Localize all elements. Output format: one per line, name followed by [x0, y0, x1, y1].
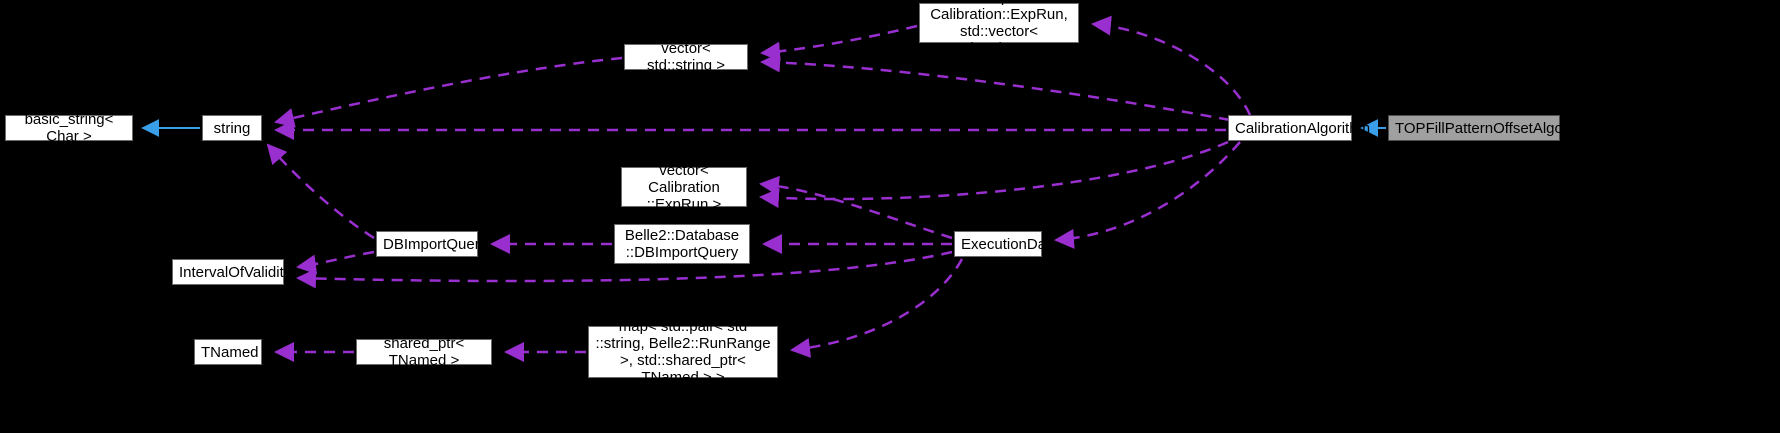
node-list-belle2-database-dbimportquery[interactable]: list< Belle2::Database ::DBImportQuery > [614, 210, 750, 278]
node-label: list< Belle2::Database ::DBImportQuery > [624, 210, 740, 278]
node-label: basic_string< Char > [24, 111, 114, 145]
node-map-pair-string-runrange-shared-ptr-tnamed[interactable]: map< std::pair< std ::string, Belle2::Ru… [588, 318, 778, 386]
edge-usage-execdata-vectorexprun [759, 175, 953, 240]
node-interval-of-validity[interactable]: IntervalOfValidity [172, 259, 292, 285]
node-tnamed[interactable]: TNamed [194, 339, 262, 365]
node-label: CalibrationAlgorithm [1235, 119, 1371, 137]
edge-usage-dbimportquery-iov [296, 250, 375, 275]
node-vector-std-string[interactable]: vector< std::string > [624, 40, 748, 74]
node-shared-ptr-tnamed[interactable]: shared_ptr< TNamed > [356, 335, 492, 369]
edge-usage-vectorstring-string [274, 56, 623, 128]
edge-usage-mapexprun-vectorstring [760, 24, 918, 62]
edge-usage-execdata-mappair [790, 258, 964, 358]
node-label: vector< std::string > [647, 40, 725, 74]
node-label: ExecutionData [961, 235, 1059, 253]
edge-usage-calgo-vectorexprun [759, 140, 1229, 209]
node-map-calibration-exprun-vector-string[interactable]: map< Calibration::ExpRun, std::vector< s… [919, 0, 1079, 57]
node-vector-calibration-exprun[interactable]: vector< Calibration ::ExpRun > [621, 162, 747, 213]
edge-usage-dbimportquery-string [266, 143, 375, 240]
node-basic-string[interactable]: basic_string< Char > [5, 111, 133, 145]
edge-usage-calgo-vectorstring [760, 52, 1231, 122]
node-label: shared_ptr< TNamed > [383, 335, 465, 369]
node-string[interactable]: string [202, 115, 262, 141]
edge-usage-calgo-execdata [1054, 141, 1241, 249]
node-label: TNamed [201, 343, 259, 361]
node-label: TOPFillPatternOffsetAlgorithm [1395, 119, 1597, 137]
node-label: DBImportQuery [383, 235, 488, 253]
edge-usage-calgo-mapexprun [1091, 15, 1252, 116]
node-top-fill-pattern-offset-algorithm[interactable]: TOPFillPatternOffsetAlgorithm [1388, 115, 1597, 141]
node-label: map< Calibration::ExpRun, std::vector< s… [930, 0, 1068, 57]
node-dbimportquery[interactable]: DBImportQuery [376, 231, 488, 257]
node-calibration-algorithm[interactable]: CalibrationAlgorithm [1228, 115, 1371, 141]
node-label: map< std::pair< std ::string, Belle2::Ru… [595, 318, 771, 386]
node-label: IntervalOfValidity [179, 263, 292, 281]
node-label: vector< Calibration ::ExpRun > [646, 161, 722, 213]
node-execution-data[interactable]: ExecutionData [954, 231, 1059, 257]
node-label: string [213, 119, 251, 137]
